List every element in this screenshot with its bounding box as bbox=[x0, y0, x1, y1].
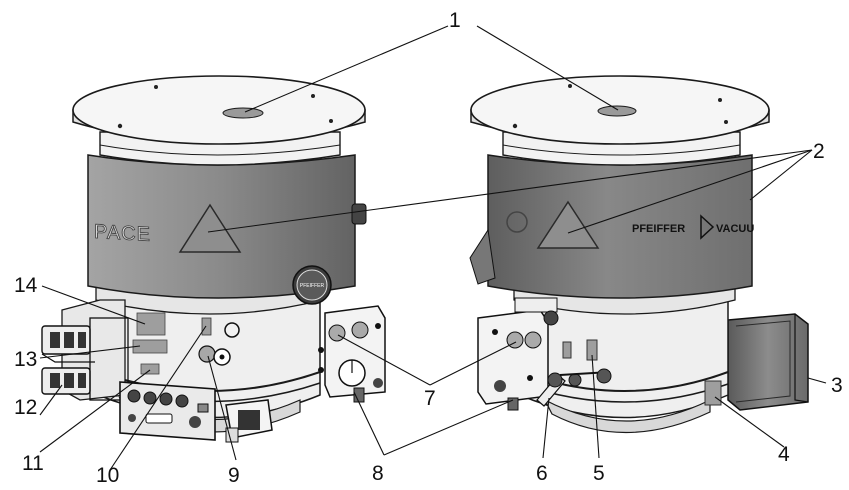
left-warning-triangle bbox=[178, 203, 242, 253]
label-patch-14 bbox=[136, 312, 166, 336]
leader-14 bbox=[41, 285, 146, 325]
left-band-lettering: PACE bbox=[94, 221, 151, 246]
port-9-left bbox=[198, 345, 216, 363]
callout-2: 2 bbox=[813, 140, 825, 163]
leader-12 bbox=[39, 384, 63, 416]
label-patch-11 bbox=[140, 363, 160, 375]
callout-7: 7 bbox=[424, 387, 436, 410]
leader-2-b bbox=[567, 149, 813, 234]
callout-13: 13 bbox=[14, 348, 37, 371]
callout-12: 12 bbox=[14, 396, 37, 419]
left-intake bbox=[222, 107, 264, 119]
left-brand-badge: PFEIFFER bbox=[292, 265, 332, 305]
leader-11 bbox=[39, 369, 151, 453]
leader-7-b bbox=[429, 341, 517, 386]
right-band-suffix: VACUU bbox=[716, 223, 754, 235]
left-pump: PACE PFEIFFER bbox=[41, 75, 386, 443]
leader-2-a bbox=[207, 149, 813, 233]
callout-3: 3 bbox=[831, 374, 843, 397]
callout-1: 1 bbox=[449, 9, 461, 32]
right-band-emblem bbox=[506, 211, 528, 233]
connector-lower bbox=[41, 367, 91, 395]
leader-8-b bbox=[383, 399, 514, 456]
callout-6: 6 bbox=[536, 462, 548, 485]
left-vent-knob bbox=[351, 203, 367, 225]
valve-block-left bbox=[318, 305, 386, 403]
right-side-fin bbox=[469, 228, 496, 285]
right-band-arrow-icon bbox=[700, 214, 715, 240]
label-patch-4 bbox=[704, 380, 722, 406]
label-patch-9a bbox=[201, 317, 212, 336]
callout-14: 14 bbox=[14, 274, 38, 297]
leader-4 bbox=[714, 396, 785, 448]
callout-5: 5 bbox=[593, 462, 605, 485]
leader-3 bbox=[807, 377, 827, 384]
callout-numbers: 1 2 3 4 5 6 7 8 9 10 11 12 13 14 bbox=[14, 9, 843, 487]
right-warning-triangle bbox=[536, 200, 600, 249]
right-pump: PFEIFFER VACUU bbox=[469, 75, 809, 434]
callout-8: 8 bbox=[372, 462, 384, 485]
callout-10: 10 bbox=[96, 464, 119, 485]
callout-4: 4 bbox=[778, 443, 790, 466]
leader-8-a bbox=[353, 391, 385, 456]
power-plug bbox=[225, 399, 273, 443]
leader-1-left bbox=[244, 25, 449, 113]
leader-1-right bbox=[476, 25, 619, 111]
connector-upper bbox=[41, 325, 95, 363]
fitting-6 bbox=[536, 368, 612, 407]
port-small-left bbox=[224, 322, 240, 338]
leader-lines bbox=[39, 25, 827, 471]
callout-9: 9 bbox=[228, 464, 240, 485]
leader-9 bbox=[207, 355, 237, 461]
leader-7-a bbox=[337, 334, 431, 386]
right-intake bbox=[597, 105, 637, 117]
left-flange bbox=[72, 75, 366, 145]
right-band-brand: PFEIFFER bbox=[632, 223, 685, 235]
leader-10 bbox=[109, 325, 207, 471]
leader-5 bbox=[591, 354, 600, 459]
leader-13 bbox=[39, 345, 141, 359]
leader-2-c bbox=[749, 149, 813, 201]
electronics-panel bbox=[119, 381, 216, 441]
callout-11: 11 bbox=[22, 452, 44, 475]
svg-text:PFEIFFER: PFEIFFER bbox=[300, 283, 325, 289]
leader-6 bbox=[542, 397, 550, 459]
motor-housing bbox=[727, 313, 809, 411]
